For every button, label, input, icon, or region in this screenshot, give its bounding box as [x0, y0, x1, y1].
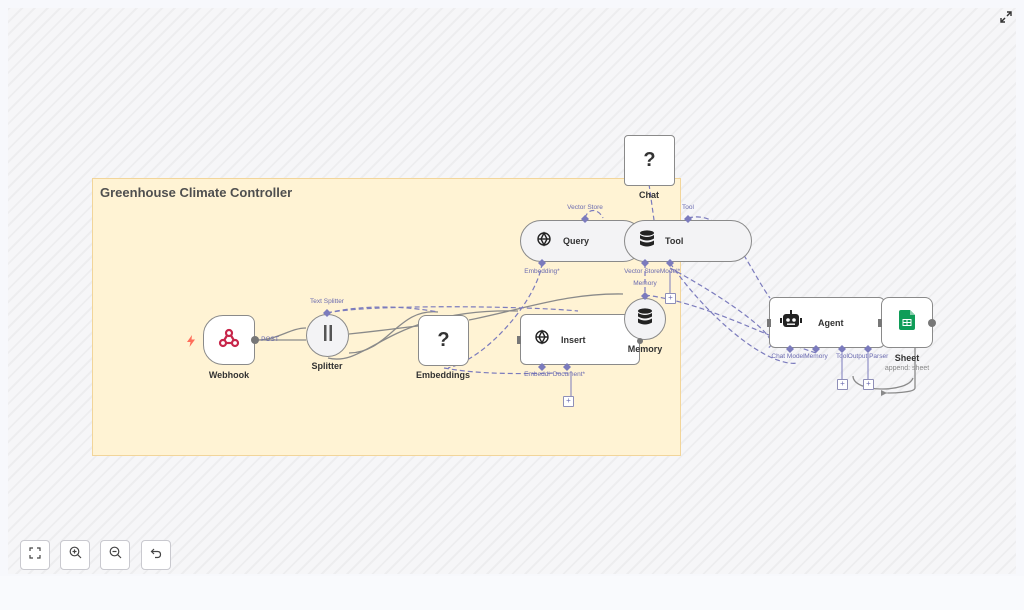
port-text-splitter-label: Text Splitter [310, 298, 344, 305]
openai-icon [535, 230, 553, 253]
edge-splitter-embeddings [348, 325, 419, 335]
port-output-parser-label: Output Parser [847, 353, 889, 360]
sheet-label: Sheet [894, 353, 920, 363]
question-icon: ? [437, 329, 450, 351]
chat-label: Chat [639, 190, 659, 200]
undo-icon [150, 546, 162, 564]
dash-model-chatmodel [669, 262, 799, 364]
agent-label: Agent [818, 317, 844, 328]
edge-to-insert [327, 310, 519, 360]
add-model-button[interactable]: + [665, 293, 676, 304]
tool-node[interactable]: Tool [624, 220, 752, 262]
edge-sheet-loop [887, 330, 916, 394]
webhook-node[interactable] [203, 315, 255, 365]
connections-layer [256, 183, 916, 396]
fit-view-button[interactable] [20, 540, 50, 570]
dash-embeddings-insert [443, 367, 569, 375]
dash-textsplitter [326, 306, 439, 314]
insert-label: Insert [561, 334, 586, 345]
port-memory-label: Memory [633, 280, 657, 287]
edge-splitter-insert [348, 311, 439, 354]
trigger-lightning-icon [186, 334, 196, 347]
memory-label: Memory [627, 344, 663, 354]
add-tool-button[interactable]: + [837, 379, 848, 390]
sheet-node[interactable] [881, 297, 933, 348]
query-label: Query [563, 236, 590, 246]
zoom-out-icon [109, 546, 122, 564]
port-memory-agent-label: Memory [804, 353, 828, 360]
question-icon: ? [643, 149, 656, 171]
database-icon [637, 307, 653, 331]
workflow-canvas[interactable]: Greenhouse Climate Controller [8, 8, 1016, 574]
webhook-label: Webhook [208, 370, 250, 380]
zoom-in-icon [69, 546, 82, 564]
port-chat-model-label: Chat Model [771, 353, 805, 360]
query-node[interactable]: Query [520, 220, 644, 262]
embeddings-label: Embeddings [415, 370, 471, 380]
agent-node[interactable]: Agent [769, 297, 885, 348]
memory-node[interactable] [624, 298, 666, 340]
webhook-icon [218, 327, 240, 354]
google-sheets-icon [899, 310, 915, 335]
tool-label: Tool [665, 236, 684, 246]
splitter-label: Splitter [311, 361, 343, 371]
port-tool-agent-label: Tool [836, 353, 848, 360]
port-model-label: Model* [659, 268, 681, 275]
port-vector-store-label: Vector Store [567, 204, 603, 211]
port-post-label: POST [261, 336, 279, 343]
dash-chat-tool [648, 183, 655, 221]
port-tool-label: Tool [682, 204, 694, 211]
add-document-button[interactable]: + [563, 396, 574, 407]
fit-view-icon [29, 546, 41, 564]
undo-button[interactable] [141, 540, 171, 570]
edge-agent-sheet [852, 375, 914, 390]
sheet-subtitle: append: sheet [884, 365, 930, 372]
bottom-strip [0, 576, 1024, 610]
dash-textsplitter-insert [326, 306, 579, 314]
splitter-node[interactable] [306, 314, 349, 357]
fullscreen-icon[interactable] [1000, 10, 1014, 24]
port-document-label: Document* [552, 371, 586, 378]
port-embedding-label: Embedding* [524, 268, 560, 275]
chat-node[interactable]: ? [624, 135, 675, 186]
port-vector-store2-label: Vector Store [624, 268, 660, 275]
dash-model-agent [669, 267, 772, 349]
dash-vectorstore [584, 209, 604, 219]
port-embedding-insert-label: Embeddi [524, 371, 550, 378]
sticky-title: Greenhouse Climate Controller [100, 185, 293, 200]
openai-icon [533, 328, 551, 351]
robot-icon [780, 310, 802, 335]
zoom-out-button[interactable] [100, 540, 130, 570]
embeddings-node[interactable]: ? [418, 315, 469, 366]
add-output-parser-button[interactable]: + [863, 379, 874, 390]
database-icon [639, 229, 655, 253]
insert-node[interactable]: Insert [520, 314, 640, 365]
edge-embeddings-memory [468, 293, 624, 321]
pause-icon [323, 325, 333, 346]
zoom-in-button[interactable] [60, 540, 90, 570]
